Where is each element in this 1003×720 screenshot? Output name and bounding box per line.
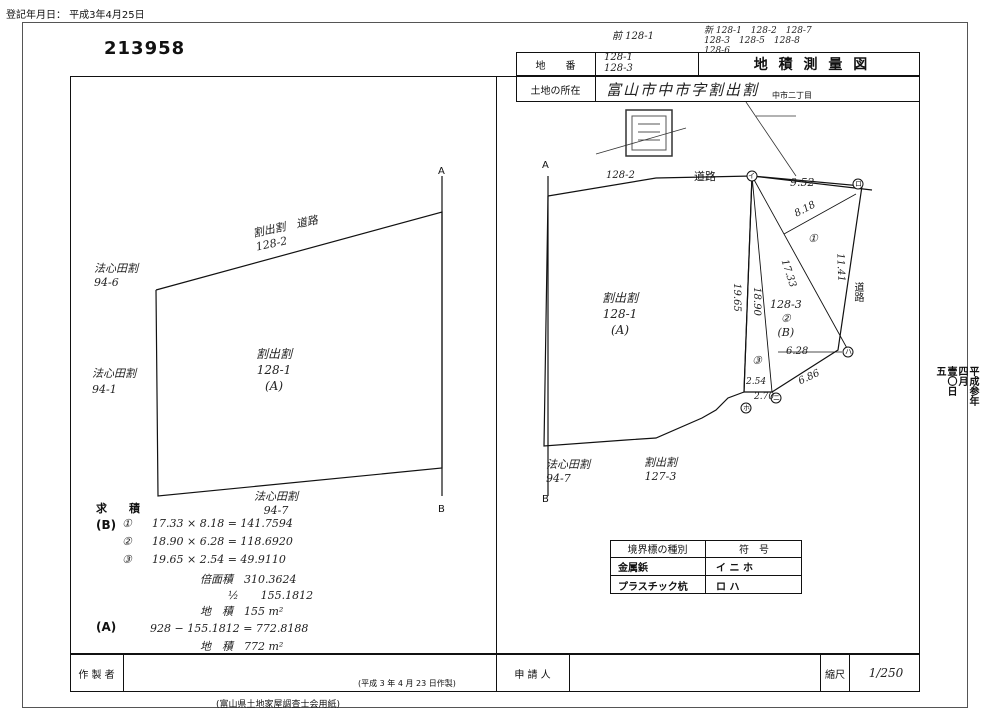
right-lot-a-label: 割出割 128-1 (A) <box>602 291 639 337</box>
legend-header-symbol: 符 号 <box>706 540 802 558</box>
location-value: 富山市中市字割出割 <box>606 80 760 99</box>
sheet-frame <box>22 22 968 708</box>
calc-double-area: 倍面積 310.3624 <box>200 573 297 586</box>
location-new: 中市二丁目 <box>772 91 812 100</box>
point-ha-marker <box>842 346 854 358</box>
seal-pattern <box>631 115 667 151</box>
right-road-side-label: 道路 <box>852 282 863 302</box>
dim-18-90: 18.90 <box>750 287 762 316</box>
chiban-label: 地 番 <box>516 52 596 76</box>
left-label-a: A <box>438 166 445 177</box>
right-label-a: A <box>542 160 549 171</box>
left-label-b: B <box>438 504 445 515</box>
chiban-divider <box>698 52 699 76</box>
calc-row-2-mark: ② <box>122 535 132 548</box>
dim-6-28: 6.28 <box>786 346 809 357</box>
chiban-value: 128-1 128-3 <box>604 52 633 74</box>
calc-area-a: 地 積 772 m² <box>200 640 284 653</box>
left-upper-neighbor: 法心田割 94-6 <box>94 262 138 289</box>
right-lot-b-outline <box>743 175 863 393</box>
calc-a-expr: 928 − 155.1812 = 772.8188 <box>150 622 309 635</box>
publisher: (富山県土地家屋調査士会用紙) <box>216 700 341 710</box>
left-bottom-neighbor: 法心田割 94-7 <box>254 490 298 517</box>
dim-11-41: 11.41 <box>834 252 847 283</box>
right-diagonal-1 <box>751 175 849 351</box>
drawing-center-divider <box>496 76 497 654</box>
point-ni-label: ニ <box>773 394 780 402</box>
drawing-frame <box>70 76 920 654</box>
correction-marks <box>595 101 797 177</box>
left-center-lot: 割出割 128-1 (A) <box>256 347 293 393</box>
footer-divider <box>496 654 497 692</box>
right-bottom-left-neighbor: 法心田割 94-7 <box>546 458 590 485</box>
right-lot-a-outline <box>543 175 753 447</box>
right-lot-b-label: 128-3 ② (B) <box>770 298 802 339</box>
calc-row-1-expr: 17.33 × 8.18 = 141.7594 <box>152 517 293 530</box>
chiban-row <box>516 52 920 76</box>
left-lower-neighbor: 法心田割 94-1 <box>92 367 136 396</box>
footer-frame <box>70 654 920 692</box>
calc-heading: 求 積 <box>96 502 140 515</box>
right-label-b: B <box>542 494 549 505</box>
calc-row-1-mark: ① <box>122 517 132 530</box>
point-ro-marker <box>852 178 864 190</box>
maker-label: 作 製 者 <box>70 654 124 692</box>
left-lot-outline <box>155 211 443 497</box>
right-perp-818 <box>783 193 857 235</box>
side-date-stamp: 平成参年 四月 壹〇日 五 <box>934 366 978 406</box>
calc-b-label: (B) <box>96 518 117 532</box>
dim-2-54: 2.54 <box>746 377 767 387</box>
right-road-top-number: 128-2 <box>606 170 635 181</box>
date-made: (平成 3 年 4 月 23 日作製) <box>358 679 456 688</box>
dim-19-65: 19.65 <box>730 283 742 312</box>
chiban-new-note: 新 128-1 128-2 128-7 128-3 128-5 128-8 12… <box>704 26 812 56</box>
scale-value: 1/250 <box>868 666 904 680</box>
point-i-label: イ <box>748 172 755 180</box>
calc-half: ½ 155.1812 <box>228 589 314 602</box>
legend-row-2-symbol: ロ ハ <box>716 581 740 593</box>
legend-row-1-kind: 金属鋲 <box>610 558 706 576</box>
right-plan-drawing <box>543 101 873 496</box>
right-bottom-right-neighbor: 割出割 127-3 <box>644 456 677 483</box>
dim-2-70: 2.70 <box>754 392 775 402</box>
calc-row-2-expr: 18.90 × 6.28 = 118.6920 <box>152 535 293 548</box>
point-i-marker <box>746 170 758 182</box>
seal-stamp <box>625 109 673 157</box>
triangle-3-mark: ③ <box>752 354 762 367</box>
legend-row-2-kind: プラスチック杭 <box>610 576 706 594</box>
point-ho-marker <box>740 402 752 414</box>
legend-header-kind: 境界標の種別 <box>610 540 706 558</box>
location-label: 土地の所在 <box>516 76 596 102</box>
scale-label: 縮尺 <box>820 654 850 692</box>
right-diagonal-2 <box>751 175 773 393</box>
registration-date: 登記年月日： 平成3年4月25日 <box>6 10 145 21</box>
point-ha-label: ハ <box>845 348 852 356</box>
triangle-1-mark: ① <box>808 232 818 245</box>
dim-9-52: 9.52 <box>790 176 815 189</box>
legend-row-1-symbol: イ ニ ホ <box>706 558 802 576</box>
calc-a-label: (A) <box>96 620 117 634</box>
document-title: 地 積 測 量 図 <box>753 57 871 73</box>
calc-row-3-expr: 19.65 × 2.54 = 49.9110 <box>152 553 286 566</box>
calc-area-b: 地 積 155 m² <box>200 605 284 618</box>
calc-row-3-mark: ③ <box>122 553 132 566</box>
document-number: 213958 <box>104 38 186 59</box>
right-road-label: 道路 <box>694 170 716 183</box>
point-ni-marker <box>770 392 782 404</box>
point-ro-label: ロ <box>855 180 862 188</box>
point-ho-label: ホ <box>743 404 750 412</box>
legend-table <box>610 540 802 594</box>
left-plan-drawing <box>155 176 443 497</box>
chiban-previous-note: 前 128-1 <box>612 31 655 42</box>
applicant-label: 申 請 人 <box>496 654 570 692</box>
